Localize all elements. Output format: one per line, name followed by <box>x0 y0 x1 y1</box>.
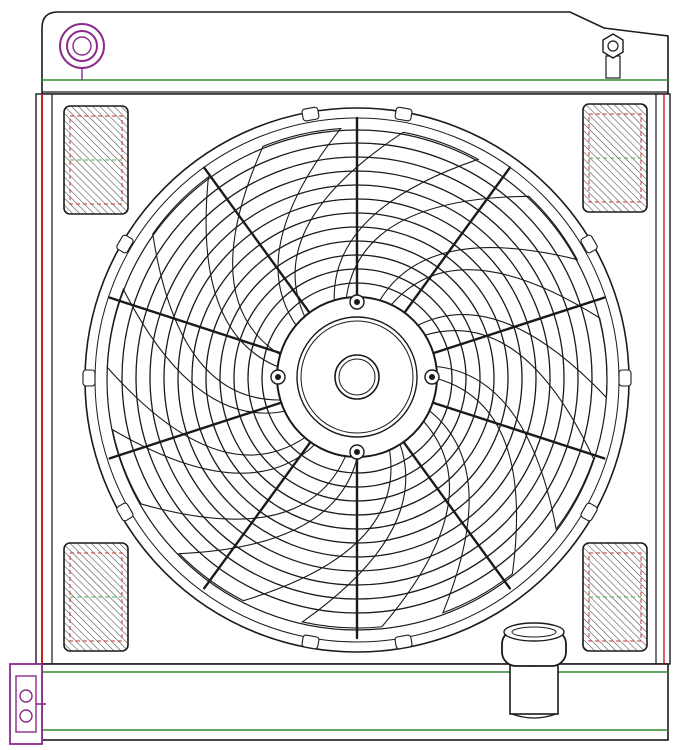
hub-bolts <box>270 294 440 460</box>
fan-motor-hub <box>270 294 440 460</box>
bottom-tank <box>41 663 669 741</box>
mounting-pad-bottom-left <box>63 542 129 652</box>
fan-blade <box>345 195 579 304</box>
mounting-tab <box>394 106 413 122</box>
guard-spoke <box>202 166 312 315</box>
mounting-tab <box>301 634 320 650</box>
fan-blade <box>388 269 608 399</box>
fan-blade <box>421 330 595 531</box>
mounting-tab <box>301 106 320 122</box>
guard-spoke <box>402 166 512 315</box>
hub-bolt-center <box>354 449 360 455</box>
fan-blade <box>106 287 307 456</box>
guard-spoke <box>108 296 283 355</box>
shroud-mounting-tabs <box>82 106 632 650</box>
filler-cap <box>59 23 105 80</box>
fan-blade <box>177 448 392 602</box>
fan-blades <box>106 127 608 629</box>
top-tank <box>41 11 669 95</box>
side-inlet-fitting <box>9 663 46 745</box>
guard-spoke <box>431 401 606 460</box>
guard-spoke <box>402 441 512 590</box>
fan-blade <box>301 419 451 629</box>
guard-spoke <box>108 401 283 460</box>
fan-guard-spokes <box>108 116 606 640</box>
bleed-plug <box>602 33 624 79</box>
mounting-tab <box>116 502 134 522</box>
fan-blade <box>111 428 347 520</box>
fan-blade <box>427 377 518 614</box>
fan-blade <box>294 131 480 320</box>
mounting-tab <box>580 502 598 522</box>
guard-spoke <box>431 296 606 355</box>
hub-bolt-center <box>275 374 281 380</box>
mounting-pad-bottom-right <box>582 542 648 652</box>
mounting-pad-top-left <box>63 105 129 215</box>
mounting-tab <box>116 234 134 254</box>
mounting-tab <box>618 369 632 387</box>
fan-blade <box>152 175 283 401</box>
hub-bolt-center <box>429 374 435 380</box>
mounting-tab <box>580 234 598 254</box>
outlet-neck <box>501 622 567 719</box>
mounting-tab <box>82 369 96 387</box>
mounting-tab <box>394 634 413 650</box>
hub-bolt-center <box>354 299 360 305</box>
mounting-pad-top-right <box>582 103 648 213</box>
guard-spoke <box>202 441 312 590</box>
